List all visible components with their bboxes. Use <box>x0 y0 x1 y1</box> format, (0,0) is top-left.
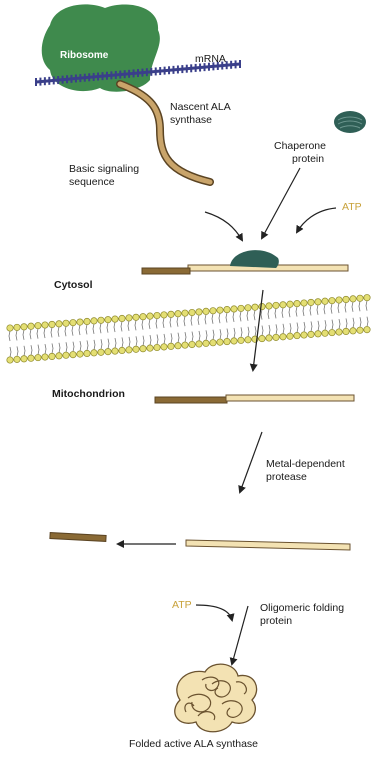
atp-top-label: ATP <box>342 201 362 214</box>
oligomeric-label-line1: Oligomeric folding <box>260 602 344 615</box>
cleaved-signal-piece <box>50 533 106 542</box>
nascent-label-line1: Nascent ALA <box>170 101 231 114</box>
protease-label-line2: protease <box>266 471 307 484</box>
folded-protein-shape <box>175 664 257 732</box>
folded-protein-label: Folded active ALA synthase <box>129 738 258 751</box>
arrow-signal-to-membrane <box>205 212 242 240</box>
precursor-matrix-signal <box>155 397 227 403</box>
mitochondrial-membrane <box>7 294 370 363</box>
arrow-through-membrane <box>253 290 263 370</box>
atp-bottom-label: ATP <box>172 599 192 612</box>
signal-sequence-label-line1: Basic signaling <box>69 163 139 176</box>
mrna-label: mRNA <box>195 53 226 66</box>
oligomeric-label-line2: protein <box>260 615 292 628</box>
chaperone-free-shape <box>334 111 366 133</box>
arrow-atp-bottom <box>196 605 232 620</box>
arrow-folding <box>232 606 248 664</box>
arrow-atp-top <box>297 208 336 232</box>
mature-protein <box>186 540 350 550</box>
precursor-cytosol-signal <box>142 268 190 274</box>
mitochondrion-label: Mitochondrion <box>52 388 125 401</box>
arrow-protease <box>240 432 262 492</box>
signal-sequence-label-line2: sequence <box>69 176 115 189</box>
chaperone-label-line1: Chaperone <box>274 140 326 153</box>
chaperone-bound-shape <box>230 250 279 268</box>
ribosome-label: Ribosome <box>60 49 108 62</box>
arrow-chaperone-down <box>262 168 300 238</box>
cytosol-label: Cytosol <box>54 279 93 292</box>
protease-label-line1: Metal-dependent <box>266 458 345 471</box>
chaperone-label-line2: protein <box>292 153 324 166</box>
precursor-matrix-light <box>226 395 354 401</box>
nascent-label-line2: synthase <box>170 114 212 127</box>
